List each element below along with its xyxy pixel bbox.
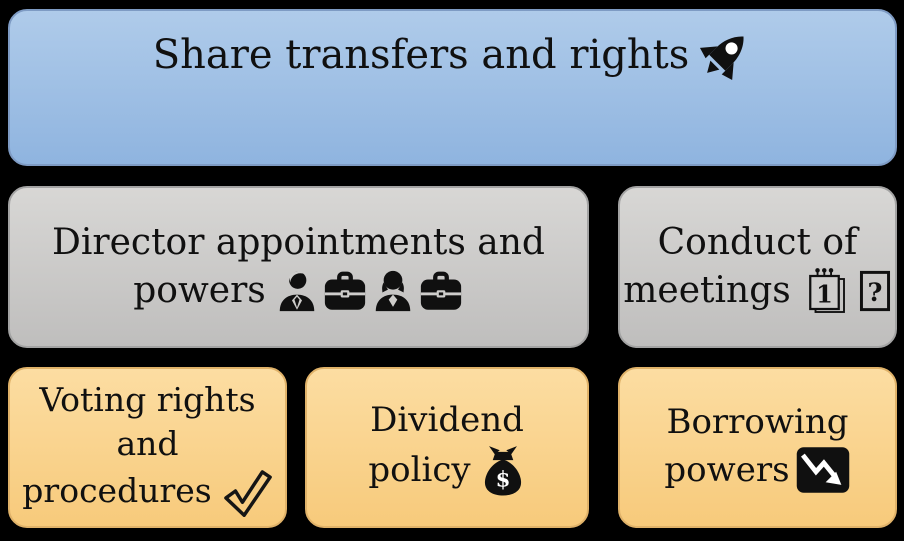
- node-label-line1: Conduct of: [657, 222, 858, 264]
- rocket-icon: [700, 36, 744, 81]
- currency-symbol: $: [495, 467, 510, 492]
- node-label-line1: Director appointments and: [52, 222, 545, 264]
- node-label-row: and: [116, 422, 178, 466]
- node-label-row: Borrowing: [666, 400, 848, 445]
- node-label-line2: powers: [664, 449, 790, 490]
- node-dividend-policy: Dividend policy $: [305, 367, 589, 528]
- node-label: Share transfers and rights: [152, 31, 690, 78]
- unknown-glyph-char: ?: [867, 277, 882, 307]
- node-voting-rights: Voting rights and procedures: [8, 367, 287, 528]
- node-label-row: policy $: [368, 443, 525, 497]
- node-label-line1: Voting rights: [39, 379, 256, 419]
- node-share-transfers: Share transfers and rights: [8, 9, 897, 166]
- node-director-appointments: Director appointments and powers: [8, 186, 589, 348]
- director-icons: [274, 268, 464, 314]
- node-label-row: powers: [133, 267, 464, 315]
- money-bag-icon: $: [484, 446, 521, 496]
- node-label-line2: meetings: [623, 269, 791, 311]
- briefcase-icon: [324, 271, 365, 310]
- node-label-line2: and: [116, 423, 179, 463]
- node-label-row: Conduct of: [658, 219, 858, 267]
- briefcase-icon: [420, 271, 461, 310]
- businessman-icon: [279, 271, 315, 311]
- node-label-line2: powers: [133, 270, 266, 311]
- chart-decreasing-icon: [796, 447, 849, 493]
- node-label-row: procedures: [22, 465, 272, 518]
- node-borrowing-powers: Borrowing powers: [618, 367, 897, 528]
- node-label-row: Dividend: [370, 398, 524, 443]
- calendar-day-1-icon: 1: [808, 267, 845, 313]
- node-label-line1: Dividend: [370, 400, 524, 441]
- node-label-row: Share transfers and rights: [153, 28, 753, 82]
- businesswoman-icon: [375, 270, 411, 311]
- double-checkmark-icon: [223, 470, 272, 518]
- node-label-row: Director appointments and: [52, 219, 545, 267]
- unknown-glyph-icon: ?: [859, 270, 890, 311]
- calendar-day-number: 1: [816, 279, 833, 308]
- node-conduct-of-meetings: Conduct of meetings 1 ?: [618, 186, 897, 348]
- node-label-line3: procedures: [22, 471, 212, 511]
- node-label-row: meetings 1 ?: [623, 267, 891, 315]
- node-label-row: powers: [664, 445, 850, 495]
- node-label-row: Voting rights: [39, 378, 255, 422]
- node-label-line2: policy: [368, 449, 471, 490]
- node-label-line1: Borrowing: [666, 402, 849, 443]
